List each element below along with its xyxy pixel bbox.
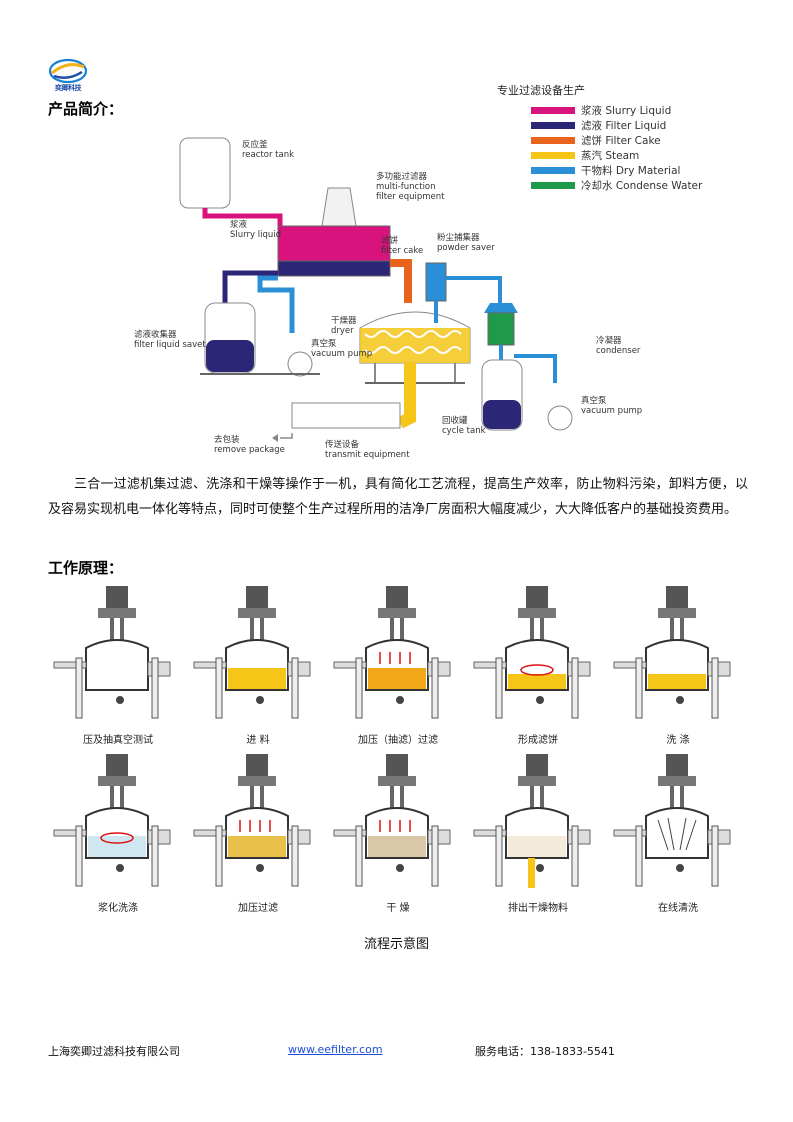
label-filtrate-cn: 滤液收集器	[134, 330, 177, 340]
process-diagram	[179, 137, 573, 442]
label-cycle-en: cycle tank	[442, 426, 486, 436]
legend-swatch	[531, 122, 575, 129]
filter-machine-illustration	[53, 754, 171, 887]
process-step: 洗 涤	[608, 582, 748, 746]
legend-swatch	[531, 137, 575, 144]
process-step: 在线清洗	[608, 750, 748, 914]
legend-label: 浆液 Slurry Liquid	[581, 105, 672, 117]
process-step: 排出干燥物料	[468, 750, 608, 914]
legend-item: 浆液 Slurry Liquid	[531, 103, 702, 118]
process-step: 加压（抽滤）过滤	[328, 582, 468, 746]
label-reactor-cn: 反应釜	[242, 140, 268, 150]
legend-item: 滤饼 Filter Cake	[531, 133, 702, 148]
legend-label: 滤液 Filter Liquid	[581, 120, 667, 132]
footer-phone: 服务电话：138-1833-5541	[475, 1045, 615, 1058]
legend-label: 滤饼 Filter Cake	[581, 135, 661, 147]
legend-swatch	[531, 107, 575, 114]
label-cake-cn: 滤饼	[381, 236, 399, 246]
label-slurry-cn: 浆液	[230, 220, 248, 230]
legend-label: 蒸汽 Steam	[581, 150, 640, 162]
label-transmit-en: transmit equipment	[325, 450, 410, 460]
label-multi-en2: filter equipment	[376, 192, 445, 202]
label-powder-en: powder saver	[437, 243, 495, 253]
label-powder-cn: 粉尘捕集器	[437, 233, 480, 243]
label-vac1-en: vacuum pump	[311, 349, 373, 359]
intro-paragraph: 三合一过滤机集过滤、洗涤和干燥等操作于一机，具有简化工艺流程，提高生产效率，防止…	[48, 477, 748, 517]
legend-swatch	[531, 152, 575, 159]
filter-machine-illustration	[473, 586, 591, 719]
label-multi-cn: 多功能过滤器	[376, 172, 428, 182]
legend-item: 干物料 Dry Material	[531, 163, 702, 178]
process-step: 干 燥	[328, 750, 468, 914]
label-remove-cn: 去包装	[214, 435, 240, 445]
label-dryer-en: dryer	[331, 326, 354, 336]
legend-swatch	[531, 167, 575, 174]
filter-machine-illustration	[193, 586, 311, 719]
label-slurry-en: Slurry liquid	[230, 230, 281, 240]
legend-item: 蒸汽 Steam	[531, 148, 702, 163]
process-steps: 压及抽真空测试 进 料 加压（抽滤）过滤 形成滤饼 洗 涤浆化洗涤 加压过滤 干 燥 排出干燥…	[48, 582, 748, 922]
process-step: 进 料	[188, 582, 328, 746]
filter-machine-illustration	[613, 586, 731, 719]
legend-label: 冷却水 Condense Water	[581, 180, 703, 192]
process-step: 形成滤饼	[468, 582, 608, 746]
filter-machine-illustration	[333, 586, 451, 719]
label-condenser-en: condenser	[596, 346, 641, 356]
process-step: 浆化洗涤	[48, 750, 188, 914]
section-title-intro: 产品简介：	[48, 100, 124, 118]
label-filtrate-en: filter liquid savet	[134, 340, 206, 350]
process-step-label: 洗 涤	[666, 735, 690, 746]
legend-item: 冷却水 Condense Water	[531, 178, 702, 193]
section-title-principle: 工作原理：	[48, 559, 124, 577]
footer-website-link[interactable]: www.eefilter.com	[288, 1043, 383, 1056]
filter-machine-illustration	[333, 754, 451, 887]
diagram-heading: 专业过滤设备生产	[497, 84, 585, 97]
label-condenser-cn: 冷凝器	[596, 336, 622, 346]
filter-machine-illustration	[473, 754, 591, 888]
label-transmit-cn: 传送设备	[325, 440, 360, 450]
process-step-label: 加压过滤	[238, 903, 278, 914]
process-step-label: 排出干燥物料	[508, 903, 568, 914]
process-step-label: 在线清洗	[658, 903, 698, 914]
label-cake-en: filter cake	[381, 246, 424, 256]
process-step: 压及抽真空测试	[48, 582, 188, 746]
process-step-label: 进 料	[246, 735, 270, 746]
filter-machine-illustration	[193, 754, 311, 887]
process-step-label: 浆化洗涤	[98, 903, 138, 914]
flow-caption: 流程示意图	[363, 937, 429, 952]
process-step-label: 干 燥	[386, 903, 410, 914]
footer-company: 上海奕卿过滤科技有限公司	[48, 1045, 180, 1058]
label-remove-en: remove package	[214, 445, 285, 455]
legend: 浆液 Slurry Liquid 滤液 Filter Liquid 滤饼 Filte…	[531, 103, 702, 193]
filter-machine-illustration	[53, 586, 171, 719]
label-cycle-cn: 回收罐	[442, 416, 468, 426]
label-vac2-cn: 真空泵	[581, 396, 607, 406]
process-step-label: 加压（抽滤）过滤	[358, 735, 438, 746]
legend-item: 滤液 Filter Liquid	[531, 118, 702, 133]
label-vac1-cn: 真空泵	[311, 339, 337, 349]
company-logo	[48, 58, 88, 84]
label-reactor-en: reactor tank	[242, 150, 295, 160]
label-dryer-cn: 干燥器	[331, 316, 357, 326]
logo-text: 奕卿科技	[55, 84, 82, 92]
filter-machine-illustration	[613, 754, 731, 887]
legend-swatch	[531, 182, 575, 189]
legend-label: 干物料 Dry Material	[581, 165, 681, 177]
process-step: 加压过滤	[188, 750, 328, 914]
label-vac2-en: vacuum pump	[581, 406, 643, 416]
label-multi-en1: multi-function	[376, 182, 436, 192]
process-step-label: 形成滤饼	[518, 735, 558, 746]
process-step-label: 压及抽真空测试	[83, 735, 153, 746]
